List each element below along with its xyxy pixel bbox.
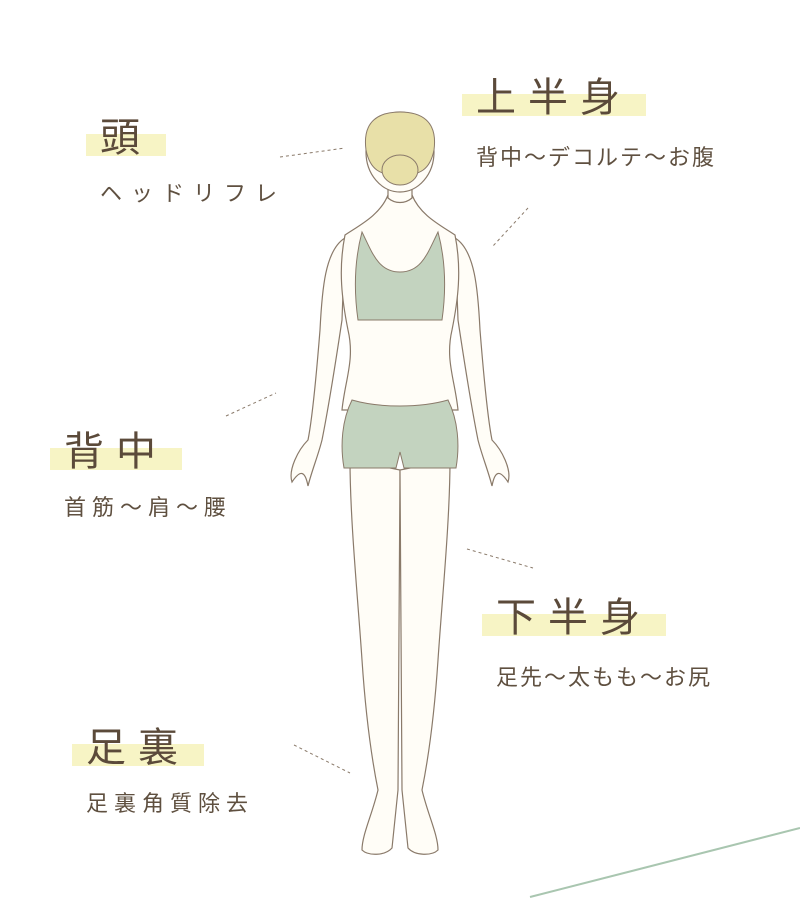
shorts — [341, 399, 459, 469]
head-subtitle: ヘッドリフレ — [100, 182, 287, 207]
back-title: 背中 — [64, 429, 168, 475]
label-sole: 足裏 足裏角質除去 — [72, 725, 255, 818]
upper-title: 上半身 — [476, 75, 632, 121]
label-lower-body: 下半身 足先〜太もも〜お尻 — [482, 595, 713, 692]
label-upper-body: 上半身 背中〜デコルテ〜お腹 — [462, 75, 717, 172]
right-arm — [454, 236, 510, 487]
highlight-back — [50, 448, 182, 470]
leader-upper — [492, 207, 529, 247]
leader-lines — [225, 147, 534, 774]
right-leg — [399, 459, 451, 855]
leader-head — [279, 147, 346, 158]
sole-title: 足裏 — [86, 725, 190, 771]
highlight-upper — [462, 94, 646, 116]
sole-subtitle: 足裏角質除去 — [86, 792, 255, 817]
back-subtitle: 首筋〜肩〜腰 — [64, 496, 233, 521]
accent-line — [529, 827, 800, 898]
highlight-head — [86, 134, 166, 156]
leader-back — [225, 392, 277, 417]
lower-subtitle: 足先〜太もも〜お尻 — [496, 666, 713, 691]
left-leg — [349, 459, 401, 855]
highlight-sole — [72, 744, 204, 766]
upper-subtitle: 背中〜デコルテ〜お腹 — [476, 146, 717, 171]
leader-sole — [293, 744, 351, 774]
leader-lower — [466, 548, 534, 569]
label-head: 頭 ヘッドリフレ — [86, 115, 287, 208]
highlight-lower — [482, 614, 666, 636]
person-figure — [290, 111, 510, 855]
hair — [364, 111, 436, 186]
left-arm — [290, 236, 346, 487]
head-title: 頭 — [100, 115, 152, 161]
label-back: 背中 首筋〜肩〜腰 — [50, 429, 233, 522]
sports-bra — [354, 230, 446, 321]
lower-title: 下半身 — [496, 595, 652, 641]
hair-bun — [381, 154, 419, 186]
